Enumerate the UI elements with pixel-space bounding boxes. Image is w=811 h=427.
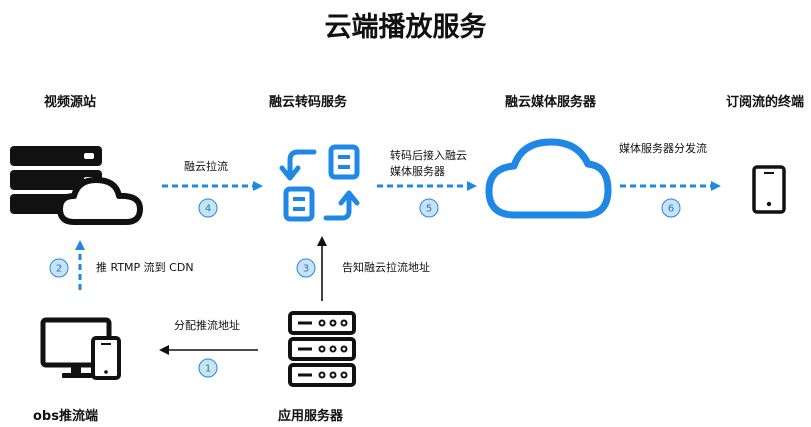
step-badge-1: 1 — [198, 358, 218, 378]
diagram-title: 云端播放服务 — [324, 12, 487, 43]
server-cloud-icon — [10, 146, 143, 225]
node-label-obs: obs推流端 — [33, 409, 98, 424]
step-badge-4: 4 — [198, 198, 218, 218]
cloud-icon — [485, 138, 612, 219]
phone-icon — [752, 165, 786, 214]
edge-label-step2: 推 RTMP 流到 CDN — [96, 261, 194, 274]
step-number-2: 2 — [56, 264, 62, 275]
node-label-subscriber: 订阅流的终端 — [726, 95, 805, 110]
step-number-6: 6 — [668, 204, 674, 215]
monitor-phone-icon — [40, 317, 121, 380]
step-badge-2: 2 — [49, 258, 69, 278]
edge-label-step3: 告知融云拉流地址 — [342, 261, 430, 274]
edge-label-step5-line1: 转码后接入融云 — [390, 149, 467, 162]
edge-label-step1: 分配推流地址 — [174, 319, 240, 332]
step-number-5: 5 — [426, 204, 432, 215]
node-label-app-server: 应用服务器 — [278, 409, 344, 424]
step-badge-6: 6 — [661, 198, 681, 218]
edge-label-step4: 融云拉流 — [184, 160, 228, 173]
step-badge-3: 3 — [296, 258, 316, 278]
step-number-4: 4 — [205, 204, 211, 215]
edge-label-step6: 媒体服务器分发流 — [619, 142, 707, 155]
server-rack-icon — [288, 311, 356, 387]
step-badge-5: 5 — [419, 198, 439, 218]
node-label-video-source: 视频源站 — [44, 95, 97, 110]
node-label-media-server: 融云媒体服务器 — [505, 95, 597, 110]
node-label-transcode: 融云转码服务 — [269, 95, 348, 110]
step-number-1: 1 — [205, 364, 211, 375]
step-number-3: 3 — [303, 264, 309, 275]
transcode-icon — [279, 144, 360, 222]
edge-label-step5-line2: 媒体服务器 — [390, 165, 445, 178]
